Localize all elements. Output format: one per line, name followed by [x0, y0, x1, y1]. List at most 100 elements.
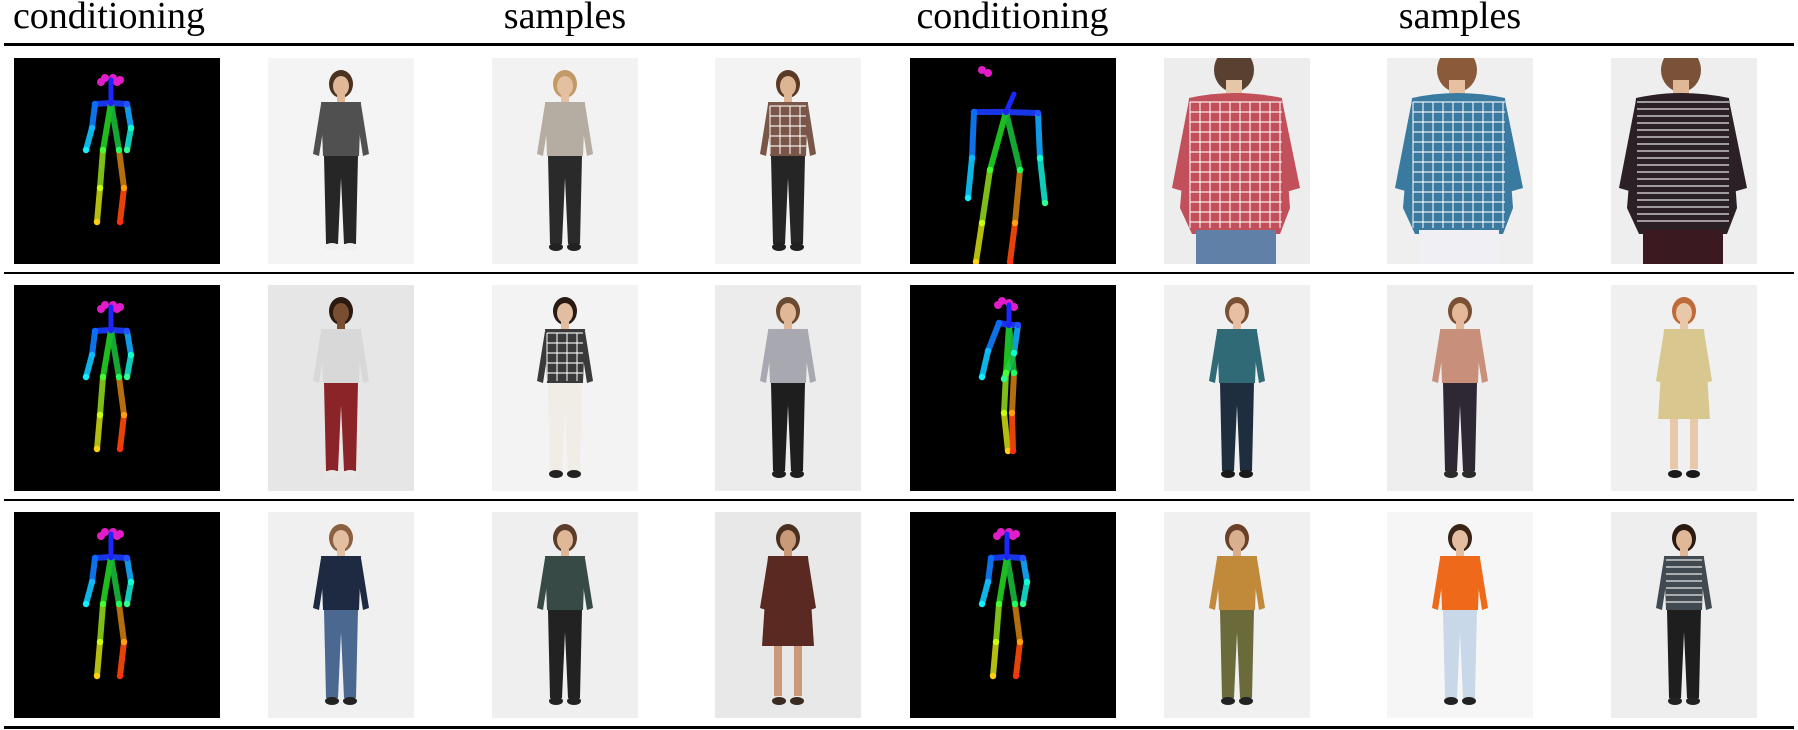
pose-joint	[984, 578, 992, 586]
right-shoe	[343, 243, 357, 251]
sample-image	[1134, 285, 1340, 491]
sample-image	[1581, 58, 1787, 264]
neck	[337, 321, 345, 329]
neck	[337, 548, 345, 556]
neck	[1456, 548, 1464, 556]
neck	[784, 321, 792, 329]
pose-limb	[1011, 322, 1021, 356]
model-figure	[1619, 58, 1747, 264]
model-figure	[313, 70, 369, 251]
pose-joint	[1019, 600, 1027, 608]
pose-limb	[1012, 601, 1023, 645]
bottom-garment	[771, 383, 805, 471]
right-arm	[1700, 331, 1712, 383]
header-conditioning-left: conditioning	[12, 0, 206, 37]
pose-limb	[83, 352, 95, 380]
face	[557, 303, 573, 323]
row-divider-2	[4, 499, 1794, 501]
bottom-garment	[771, 156, 805, 244]
left-shoe	[1444, 470, 1458, 478]
pose-joint	[123, 554, 131, 562]
pose-joint	[1019, 554, 1027, 562]
pose-joint	[1004, 447, 1012, 455]
bottom-garment	[324, 610, 358, 698]
pose-limb	[124, 101, 134, 131]
pose-joint	[88, 124, 96, 132]
right-arm	[357, 331, 369, 383]
pose-joint	[88, 578, 96, 586]
face	[1452, 303, 1468, 323]
dress	[1658, 329, 1710, 419]
pose-joint	[88, 351, 96, 359]
pose-joint	[82, 146, 90, 154]
pose-limb	[108, 327, 122, 380]
right-arm	[1476, 558, 1488, 610]
sample-image	[1357, 285, 1563, 491]
right-arm	[804, 331, 816, 383]
model-figure	[1172, 58, 1300, 264]
right-shoe	[1686, 697, 1700, 705]
left-arm	[313, 558, 325, 610]
sample-image	[238, 512, 444, 718]
pose-joint	[115, 146, 123, 154]
pose-limb	[985, 320, 1002, 354]
conditioning-pose-image	[14, 512, 220, 718]
left-arm	[537, 104, 549, 156]
top-garment	[768, 102, 808, 156]
pose-joint	[968, 154, 976, 162]
pose-joint	[91, 327, 99, 335]
pose-limb	[97, 374, 106, 418]
bottom-garment	[324, 156, 358, 244]
pose-limb	[993, 601, 1002, 645]
pose-joint	[93, 218, 101, 226]
pose-head-keypoint	[113, 305, 121, 313]
model-figure	[313, 524, 369, 705]
left-shoe	[1668, 697, 1682, 705]
pose-joint	[1000, 375, 1008, 383]
pose-joint	[978, 600, 986, 608]
pose-joint	[1011, 219, 1019, 227]
sample-image	[1134, 58, 1340, 264]
right-leg	[1690, 419, 1698, 469]
neck	[1233, 321, 1241, 329]
pose-head-keypoint	[978, 66, 986, 74]
left-arm	[1209, 558, 1221, 610]
pose-limb	[985, 555, 994, 585]
face	[1676, 303, 1692, 323]
pose-joint	[1003, 553, 1011, 561]
top-garment	[1440, 329, 1480, 383]
right-arm	[581, 331, 593, 383]
pose-head-keypoint	[113, 532, 121, 540]
pose-joint	[1011, 600, 1019, 608]
pose-limb	[1003, 91, 1017, 115]
right-shoe	[1462, 470, 1476, 478]
pose-limb	[1007, 220, 1018, 264]
pose-joint	[995, 600, 1003, 608]
top-garment	[1403, 93, 1513, 234]
pose-limb	[117, 412, 127, 452]
right-shoe	[1239, 470, 1253, 478]
left-arm	[537, 558, 549, 610]
pose-limb	[83, 125, 95, 153]
left-shoe	[325, 470, 339, 478]
bottom-garment	[1667, 610, 1701, 698]
left-arm	[1656, 331, 1668, 383]
model-figure	[537, 70, 593, 251]
pose-joint	[986, 166, 994, 174]
pose-joint	[120, 411, 128, 419]
pose-joint	[99, 600, 107, 608]
model-figure	[1432, 297, 1488, 478]
face	[1229, 530, 1245, 550]
sample-image	[462, 285, 668, 491]
pose-joint	[1000, 409, 1008, 417]
left-shoe	[325, 243, 339, 251]
neck	[1226, 80, 1242, 96]
model-figure	[1209, 524, 1265, 705]
pose-joint	[99, 373, 107, 381]
right-arm	[581, 558, 593, 610]
bottom-rule	[4, 726, 1794, 729]
right-arm	[581, 104, 593, 156]
pose-joint	[123, 373, 131, 381]
pose-head-keypoint	[97, 305, 105, 313]
